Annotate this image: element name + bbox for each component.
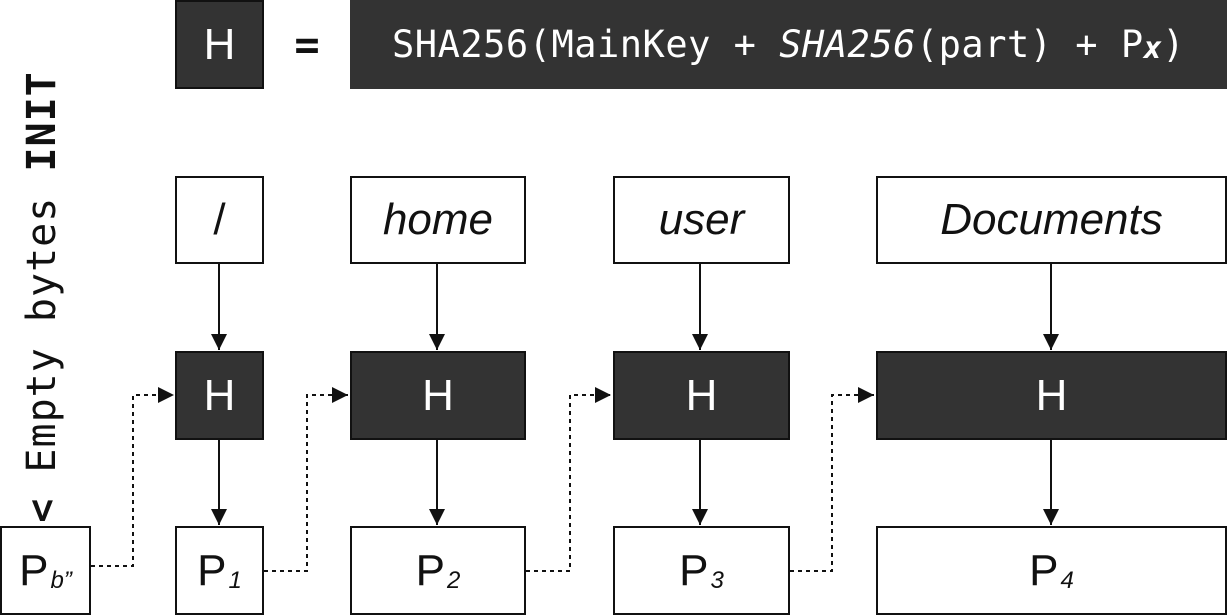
part-label: / <box>213 195 226 244</box>
output-p: P <box>415 545 445 595</box>
legend-hash-label: H <box>203 19 236 69</box>
hash-label: H <box>1035 370 1068 420</box>
side-label-init: INIT <box>19 71 65 172</box>
hash-label: H <box>685 370 718 420</box>
hash-box-4: H <box>876 351 1227 440</box>
part-label: home <box>382 195 494 244</box>
side-label-lt: < <box>19 497 65 523</box>
dotted-arrow-p3-to-hash-4 <box>790 387 874 572</box>
dotted-arrow-p2-to-hash-3 <box>526 387 611 572</box>
output-sub: b” <box>50 566 72 594</box>
hash-box-2: H <box>350 351 526 440</box>
output-p: P <box>1029 545 1059 595</box>
legend-hash-box: H <box>175 0 264 89</box>
hash-box-3: H <box>613 351 790 440</box>
dotted-arrow-pb-to-hash-1 <box>91 387 174 567</box>
output-sub: 1 <box>228 566 242 594</box>
formula-post: ) <box>1162 23 1185 66</box>
output-p: P <box>19 545 49 595</box>
part-box-home: home <box>350 176 526 264</box>
dotted-arrow-p1-to-hash-2 <box>264 387 348 572</box>
hash-box-1: H <box>175 351 264 440</box>
formula-sub: x <box>1143 31 1163 66</box>
part-label: Documents <box>940 195 1163 244</box>
part-box-documents: Documents <box>876 176 1227 264</box>
output-p: P <box>679 545 709 595</box>
part-label: user <box>658 195 745 244</box>
formula-mid: (part) + P <box>915 23 1144 66</box>
part-box-root: / <box>175 176 264 264</box>
formula-pre: SHA256(MainKey + <box>392 23 780 66</box>
hash-label: H <box>422 370 454 420</box>
formula-fn: SHA256 <box>779 23 916 66</box>
output-p: P <box>197 545 227 595</box>
output-sub: 3 <box>710 566 724 594</box>
output-sub: 4 <box>1060 566 1074 594</box>
side-label-text: Empty bytes <box>19 196 65 473</box>
part-box-user: user <box>613 176 790 264</box>
hash-label: H <box>203 370 236 420</box>
equals-sign: = <box>294 19 320 69</box>
output-sub: 2 <box>447 566 461 594</box>
